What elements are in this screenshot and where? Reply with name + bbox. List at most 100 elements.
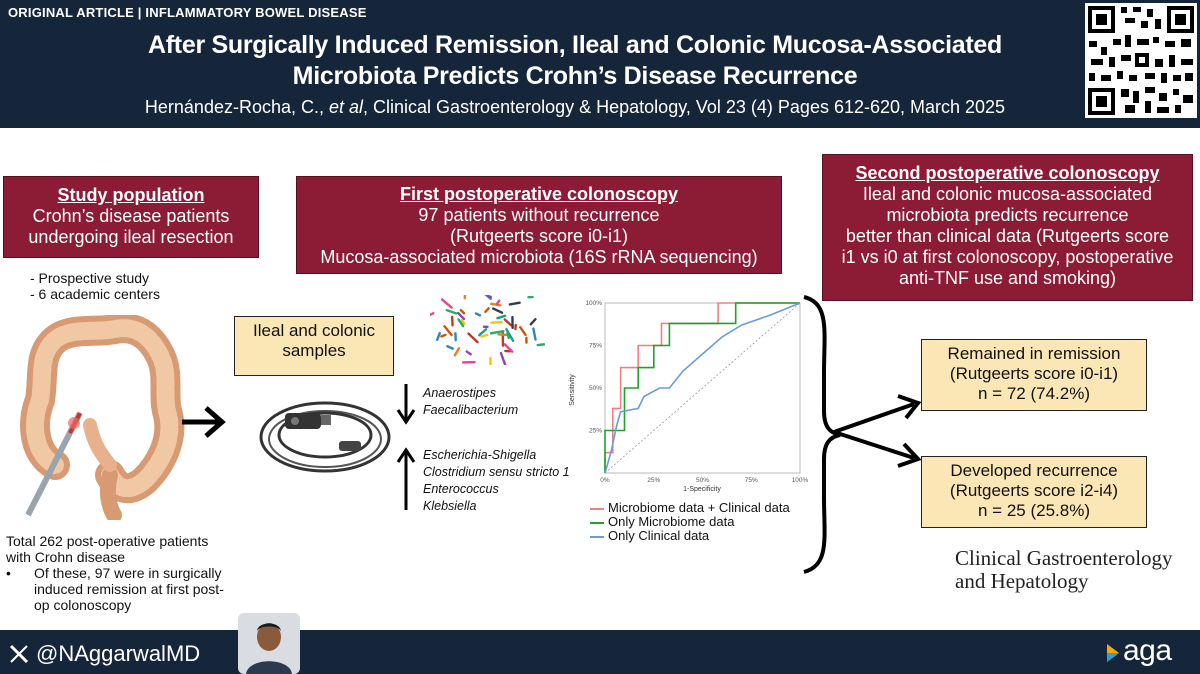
bacterium-shape: [532, 327, 537, 341]
qr-code-icon[interactable]: [1085, 3, 1197, 118]
total-patients-note: Total 262 post-operative patients with C…: [6, 533, 256, 613]
recurrence-line-1: Developed recurrence: [950, 461, 1118, 480]
bacterium-shape: [440, 333, 447, 338]
bacterium-shape: [503, 343, 514, 353]
remission-line-2: (Rutgeerts score i0-i1): [949, 364, 1119, 383]
total-line-1: Total 262 post-operative patients: [6, 533, 209, 549]
legend-label-microbiome: Only Microbiome data: [608, 514, 735, 529]
twitter-handle[interactable]: @NAggarwalMD: [36, 641, 201, 666]
bacterium-shape: [527, 295, 534, 299]
citation-etal: et al: [329, 97, 364, 117]
remission-line-3: n = 72 (74.2%): [978, 384, 1090, 403]
footer-banner: [0, 630, 1200, 674]
roc-series-line-1: [604, 302, 800, 473]
total-bullet-line-3: op colonoscopy: [34, 597, 132, 613]
bacterium-shape: [518, 326, 527, 337]
total-bullet-line-2: induced remission at first post-: [34, 581, 224, 597]
bacterium-shape: [511, 315, 514, 330]
arrow-down-icon: [396, 384, 416, 425]
recurrence-line-3: n = 25 (25.8%): [978, 501, 1090, 520]
bacterium-shape: [459, 308, 466, 315]
second-colonoscopy-line-3: better than clinical data (Rutgeerts sco…: [845, 226, 1170, 246]
legend-item-combined: Microbiome data + Clinical data: [590, 501, 790, 515]
bacterium-shape: [480, 333, 489, 338]
citation-rest: , Clinical Gastroenterology & Hepatology…: [363, 97, 1006, 117]
study-population-heading: Study population: [57, 185, 205, 205]
samples-line-2: samples: [282, 341, 346, 360]
bacterium-shape: [499, 351, 507, 365]
bullet-dot: •: [6, 565, 11, 581]
study-design-notes: - Prospective study - 6 academic centers: [30, 270, 160, 302]
branch-arrows-icon: [833, 394, 922, 468]
reference-diagonal: [604, 302, 801, 474]
study-population-box: Study population Crohn’s disease patient…: [3, 176, 259, 258]
bacterium-shape: [484, 307, 490, 314]
journal-line-1: Clinical Gastroenterology: [955, 546, 1173, 570]
legend-label-combined: Microbiome data + Clinical data: [608, 500, 790, 515]
bullet-centers: - 6 academic centers: [30, 286, 160, 302]
bacteria-up-3: Enterococcus: [423, 482, 499, 496]
study-population-line-1: Crohn’s disease patients: [32, 206, 230, 226]
second-colonoscopy-line-4: i1 vs i0 at first colonoscopy, postopera…: [841, 247, 1174, 267]
bacterium-shape: [454, 331, 457, 342]
y-tick-label: 25%: [589, 428, 602, 435]
second-colonoscopy-heading: Second postoperative colonoscopy: [855, 163, 1160, 183]
remission-line-1: Remained in remission: [947, 344, 1121, 363]
legend-item-microbiome: Only Microbiome data: [590, 515, 790, 529]
bacterium-shape: [456, 311, 466, 321]
bacteria-down-2: Faecalibacterium: [423, 403, 519, 417]
bacterium-shape: [508, 301, 521, 306]
title-line-1: After Surgically Induced Remission, Ilea…: [148, 31, 1002, 59]
second-colonoscopy-box: Second postoperative colonoscopy Ileal a…: [822, 154, 1193, 301]
legend-swatch-green: [590, 521, 604, 524]
bacterium-shape: [478, 328, 488, 337]
bacterium-shape: [443, 325, 453, 337]
citation: Hernández-Rocha, C., et al, Clinical Gas…: [70, 97, 1080, 118]
bacterium-shape: [483, 295, 493, 299]
aga-logo-icon: [1107, 644, 1119, 662]
remission-box: Remained in remission (Rutgeerts score i…: [921, 339, 1147, 411]
x-axis-label: 1-Specificity: [683, 486, 721, 493]
second-colonoscopy-line-1: Ileal and colonic mucosa-associated: [862, 184, 1153, 204]
bullet-prospective: - Prospective study: [30, 270, 150, 286]
article-title: After Surgically Induced Remission, Ilea…: [70, 30, 1080, 92]
bacterium-shape: [490, 320, 503, 324]
bacterium-shape: [446, 345, 454, 350]
bacterium-shape: [457, 318, 465, 328]
total-line-2: with Crohn disease: [6, 549, 126, 565]
legend-swatch-red: [590, 507, 604, 510]
bacterium-shape: [474, 312, 482, 317]
x-tick-label: 25%: [647, 477, 660, 484]
bacteria-illustration: [430, 295, 545, 365]
recurrence-box: Developed recurrence (Rutgeerts score i2…: [921, 456, 1147, 528]
bacteria-down-1: Anaerostipes: [423, 386, 496, 400]
y-tick-label: 75%: [589, 343, 602, 350]
first-colonoscopy-line-3: Mucosa-associated microbiota (16S rRNA s…: [320, 247, 758, 267]
y-tick-label: 100%: [585, 300, 602, 307]
bacteria-increased-list: Escherichia-Shigella Clostridium sensu s…: [423, 447, 570, 515]
bacterium-shape: [514, 323, 517, 331]
bacterium-shape: [536, 343, 545, 347]
samples-box: Ileal and colonic samples: [234, 316, 394, 376]
header-banner: [0, 0, 1200, 128]
x-logo-icon[interactable]: [8, 643, 30, 665]
arrow-right-icon: [182, 406, 226, 438]
bacterium-shape: [525, 336, 528, 344]
bacterium-shape: [461, 360, 476, 364]
bacteria-up-4: Klebsiella: [423, 499, 477, 513]
second-colonoscopy-line-5: anti-TNF use and smoking): [898, 268, 1117, 288]
total-bullet-line-1: Of these, 97 were in surgically: [34, 565, 222, 581]
bacterium-shape: [460, 319, 466, 326]
title-line-2: Microbiota Predicts Crohn’s Disease Recu…: [292, 62, 858, 90]
bacterium-shape: [489, 356, 492, 365]
legend-swatch-blue: [590, 535, 604, 538]
bacterium-shape: [430, 312, 435, 320]
bacterium-shape: [529, 318, 537, 326]
legend-label-clinical: Only Clinical data: [608, 528, 710, 543]
bacteria-decreased-list: Anaerostipes Faecalibacterium: [423, 385, 518, 419]
x-tick-label: 100%: [792, 477, 809, 484]
bacteria-up-1: Escherichia-Shigella: [423, 448, 537, 462]
bacterium-shape: [463, 295, 467, 300]
bacterium-shape: [436, 331, 441, 341]
bacterium-shape: [465, 350, 472, 356]
